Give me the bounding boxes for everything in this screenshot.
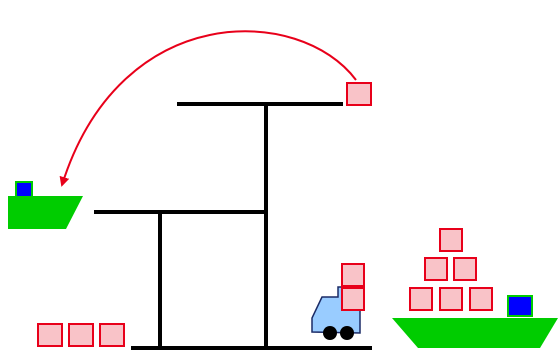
truck-container-bottom <box>342 288 364 310</box>
truck-container-top <box>342 264 364 286</box>
large-ship-container-mid-right <box>454 258 476 280</box>
ground-container-1 <box>38 324 62 346</box>
large-ship-container-bottom-center <box>440 288 462 310</box>
large-ship-container-top <box>440 229 462 251</box>
large-ship-container-mid-left <box>425 258 447 280</box>
ground-container-2 <box>69 324 93 346</box>
container-lifted <box>347 83 371 105</box>
truck-wheel-2 <box>340 326 354 340</box>
ground-containers <box>38 324 124 346</box>
large-ship-cabin <box>508 296 532 316</box>
ground-container-3 <box>100 324 124 346</box>
large-ship-container-bottom-right <box>470 288 492 310</box>
truck-wheel-1 <box>323 326 337 340</box>
large-ship-container-bottom-left <box>410 288 432 310</box>
small-ship-cabin <box>16 182 32 197</box>
large-ship-hull <box>392 318 558 348</box>
